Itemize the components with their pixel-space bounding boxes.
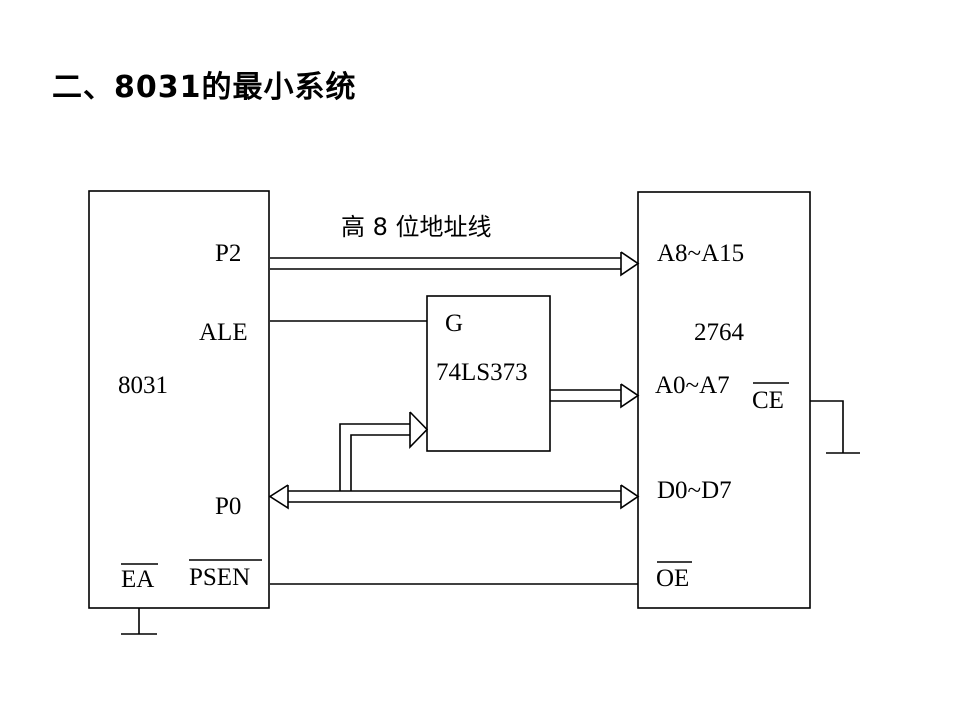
bus-label: 高 8 位地址线 [341,213,492,241]
p2-address-bus-arrow [270,251,640,277]
pin-oe-label: OE [656,565,689,592]
eprom-name-label: 2764 [694,319,745,346]
p0-data-bus-arrow [268,484,640,510]
pin-ea-label: EA [121,566,154,593]
latch-gate-pin-label: G [445,310,463,337]
pin-p2-label: P2 [215,240,241,267]
latch-output-arrow [550,383,640,409]
cpu-name-label: 8031 [118,372,168,399]
p0-latch-branch-arrow [339,411,429,491]
latch-74ls373-box [426,295,551,452]
pin-p0-label: P0 [215,493,241,520]
cpu-8031-box [88,190,270,609]
pin-ce-label: CE [752,387,784,414]
pin-a8-a15-label: A8~A15 [657,240,744,267]
latch-name-label: 74LS373 [436,359,528,386]
ea-ground-symbol [121,608,157,635]
pin-ale-label: ALE [199,319,248,346]
pin-a0-a7-label: A0~A7 [655,372,730,399]
pin-d0-d7-label: D0~D7 [657,477,732,504]
ce-ground-symbol [810,400,860,454]
pin-psen-label: PSEN [189,564,250,591]
slide-title: 二、8031的最小系统 [52,70,357,105]
eprom-2764-box [637,191,811,609]
